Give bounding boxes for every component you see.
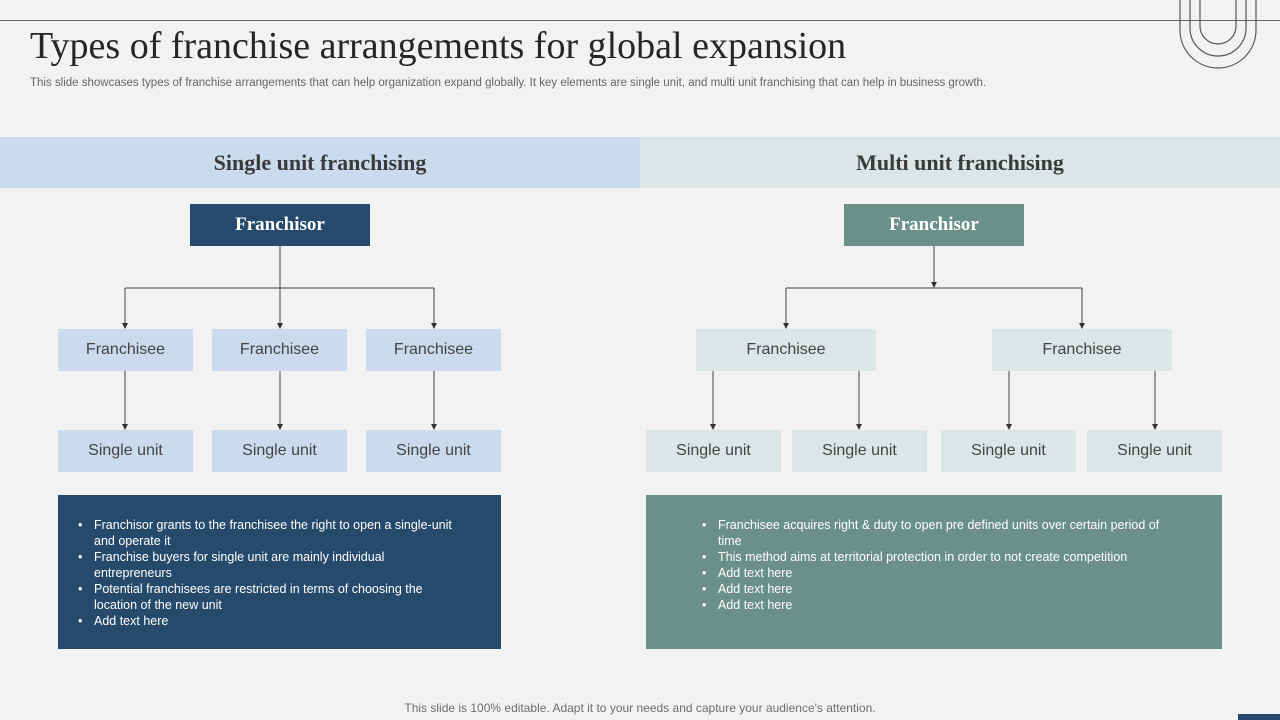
single-franchisee-node: Franchisee — [366, 329, 501, 371]
multi-unit-description: Franchisee acquires right & duty to open… — [646, 495, 1222, 649]
single-franchisee-node: Franchisee — [212, 329, 347, 371]
page-title: Types of franchise arrangements for glob… — [30, 25, 847, 67]
page-subtitle: This slide showcases types of franchise … — [30, 77, 987, 89]
bullet-item: Franchise buyers for single unit are mai… — [74, 549, 461, 581]
bullet-item: Add text here — [698, 581, 1162, 597]
multi-franchisee-node: Franchisee — [992, 329, 1172, 371]
single-unit-node: Single unit — [366, 430, 501, 472]
bullet-item: Add text here — [74, 613, 461, 629]
single-franchisor-node: Franchisor — [190, 204, 370, 246]
single-unit-node: Single unit — [212, 430, 347, 472]
footer-accent-bar — [1238, 714, 1280, 720]
multi-unit-heading: Multi unit franchising — [640, 137, 1280, 188]
bullet-item: Franchisor grants to the franchisee the … — [74, 517, 461, 549]
top-rule — [0, 20, 1280, 21]
multi-unit-node: Single unit — [792, 430, 927, 472]
multi-unit-node: Single unit — [1087, 430, 1222, 472]
multi-unit-node: Single unit — [646, 430, 781, 472]
single-franchisee-node: Franchisee — [58, 329, 193, 371]
single-unit-node: Single unit — [58, 430, 193, 472]
decorative-logo-icon — [1179, 0, 1257, 69]
bullet-item: Potential franchisees are restricted in … — [74, 581, 461, 613]
bullet-item: This method aims at territorial protecti… — [698, 549, 1162, 565]
bullet-item: Franchisee acquires right & duty to open… — [698, 517, 1162, 549]
footer-note: This slide is 100% editable. Adapt it to… — [404, 701, 876, 715]
single-unit-description: Franchisor grants to the franchisee the … — [58, 495, 501, 649]
multi-franchisor-node: Franchisor — [844, 204, 1024, 246]
multi-unit-node: Single unit — [941, 430, 1076, 472]
bullet-item: Add text here — [698, 565, 1162, 581]
single-unit-heading: Single unit franchising — [0, 137, 640, 188]
bullet-item: Add text here — [698, 597, 1162, 613]
multi-franchisee-node: Franchisee — [696, 329, 876, 371]
